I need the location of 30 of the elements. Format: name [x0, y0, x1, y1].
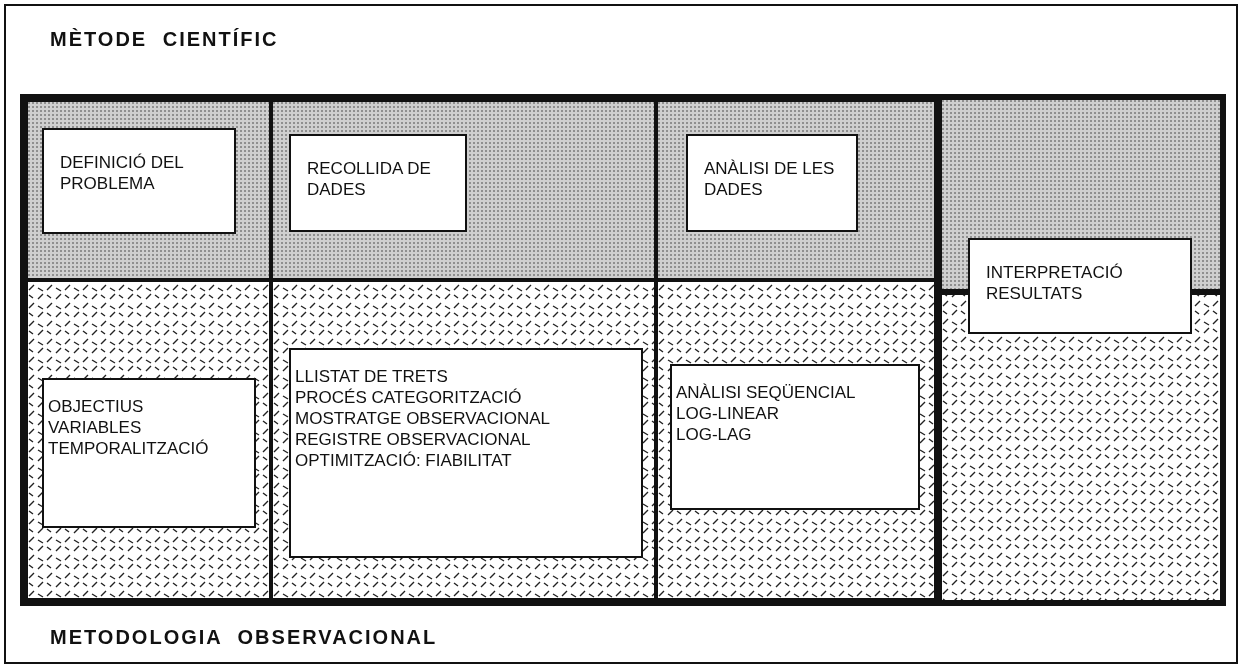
caption: METODOLOGIA OBSERVACIONAL — [50, 626, 438, 649]
list-item: ANÀLISI SEQÜENCIAL — [676, 382, 857, 403]
list-item: TEMPORALITZACIÓ — [48, 438, 210, 459]
list-box — [289, 348, 643, 558]
list-box — [670, 364, 920, 510]
heading: MÈTODE CIENTÍFIC — [50, 28, 279, 51]
hatched-panel — [26, 280, 271, 600]
list-item: LLISTAT DE TRETS — [295, 366, 449, 387]
shaded-panel — [271, 100, 656, 280]
list-item: LOG-LAG — [676, 424, 753, 445]
step-box — [42, 128, 236, 234]
shaded-panel — [26, 100, 271, 280]
list-item: MOSTRATGE OBSERVACIONAL — [295, 408, 552, 429]
step-box — [289, 134, 467, 232]
hatched-panel — [656, 280, 936, 600]
list-box — [42, 378, 256, 528]
list-item: OBJECTIUS — [48, 396, 145, 417]
step-box — [686, 134, 858, 232]
list-item: VARIABLES — [48, 417, 143, 438]
shaded-panel — [656, 100, 936, 280]
list-item: PROCÉS CATEGORITZACIÓ — [295, 387, 523, 408]
list-item: OPTIMITZACIÓ: FIABILITAT — [295, 450, 513, 471]
step-label: RECOLLIDA DE DADES — [307, 158, 432, 200]
step-label: INTERPRETACIÓ RESULTATS — [986, 262, 1124, 304]
step-label: DEFINICIÓ DEL PROBLEMA — [60, 152, 185, 194]
step-label: ANÀLISI DE LES DADES — [704, 158, 836, 200]
list-item: REGISTRE OBSERVACIONAL — [295, 429, 532, 450]
step-box — [968, 238, 1192, 334]
hatched-panel — [271, 280, 656, 600]
list-item: LOG-LINEAR — [676, 403, 780, 424]
